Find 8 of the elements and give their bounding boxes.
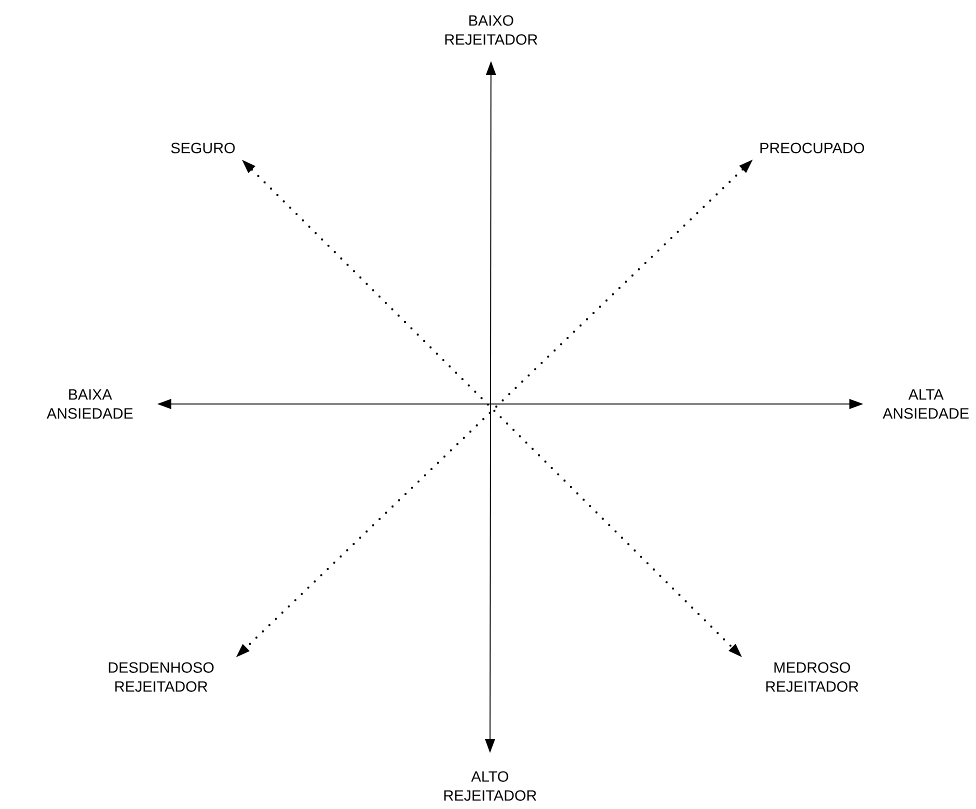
axis-label: SEGURO [171, 142, 235, 154]
axis-label: ALTA ANSIEDADE [882, 389, 969, 419]
axis-label: BAIXA ANSIEDADE [46, 389, 133, 419]
axis-label: ALTO REJEITADOR [444, 771, 536, 801]
axis-label: PREOCUPADO [760, 142, 864, 154]
axis-label: DESDENHOSO REJEITADOR [108, 662, 214, 692]
axis-label: BAIXO REJEITADOR [445, 15, 538, 45]
axis-label: MEDROSO REJEITADOR [766, 662, 858, 692]
